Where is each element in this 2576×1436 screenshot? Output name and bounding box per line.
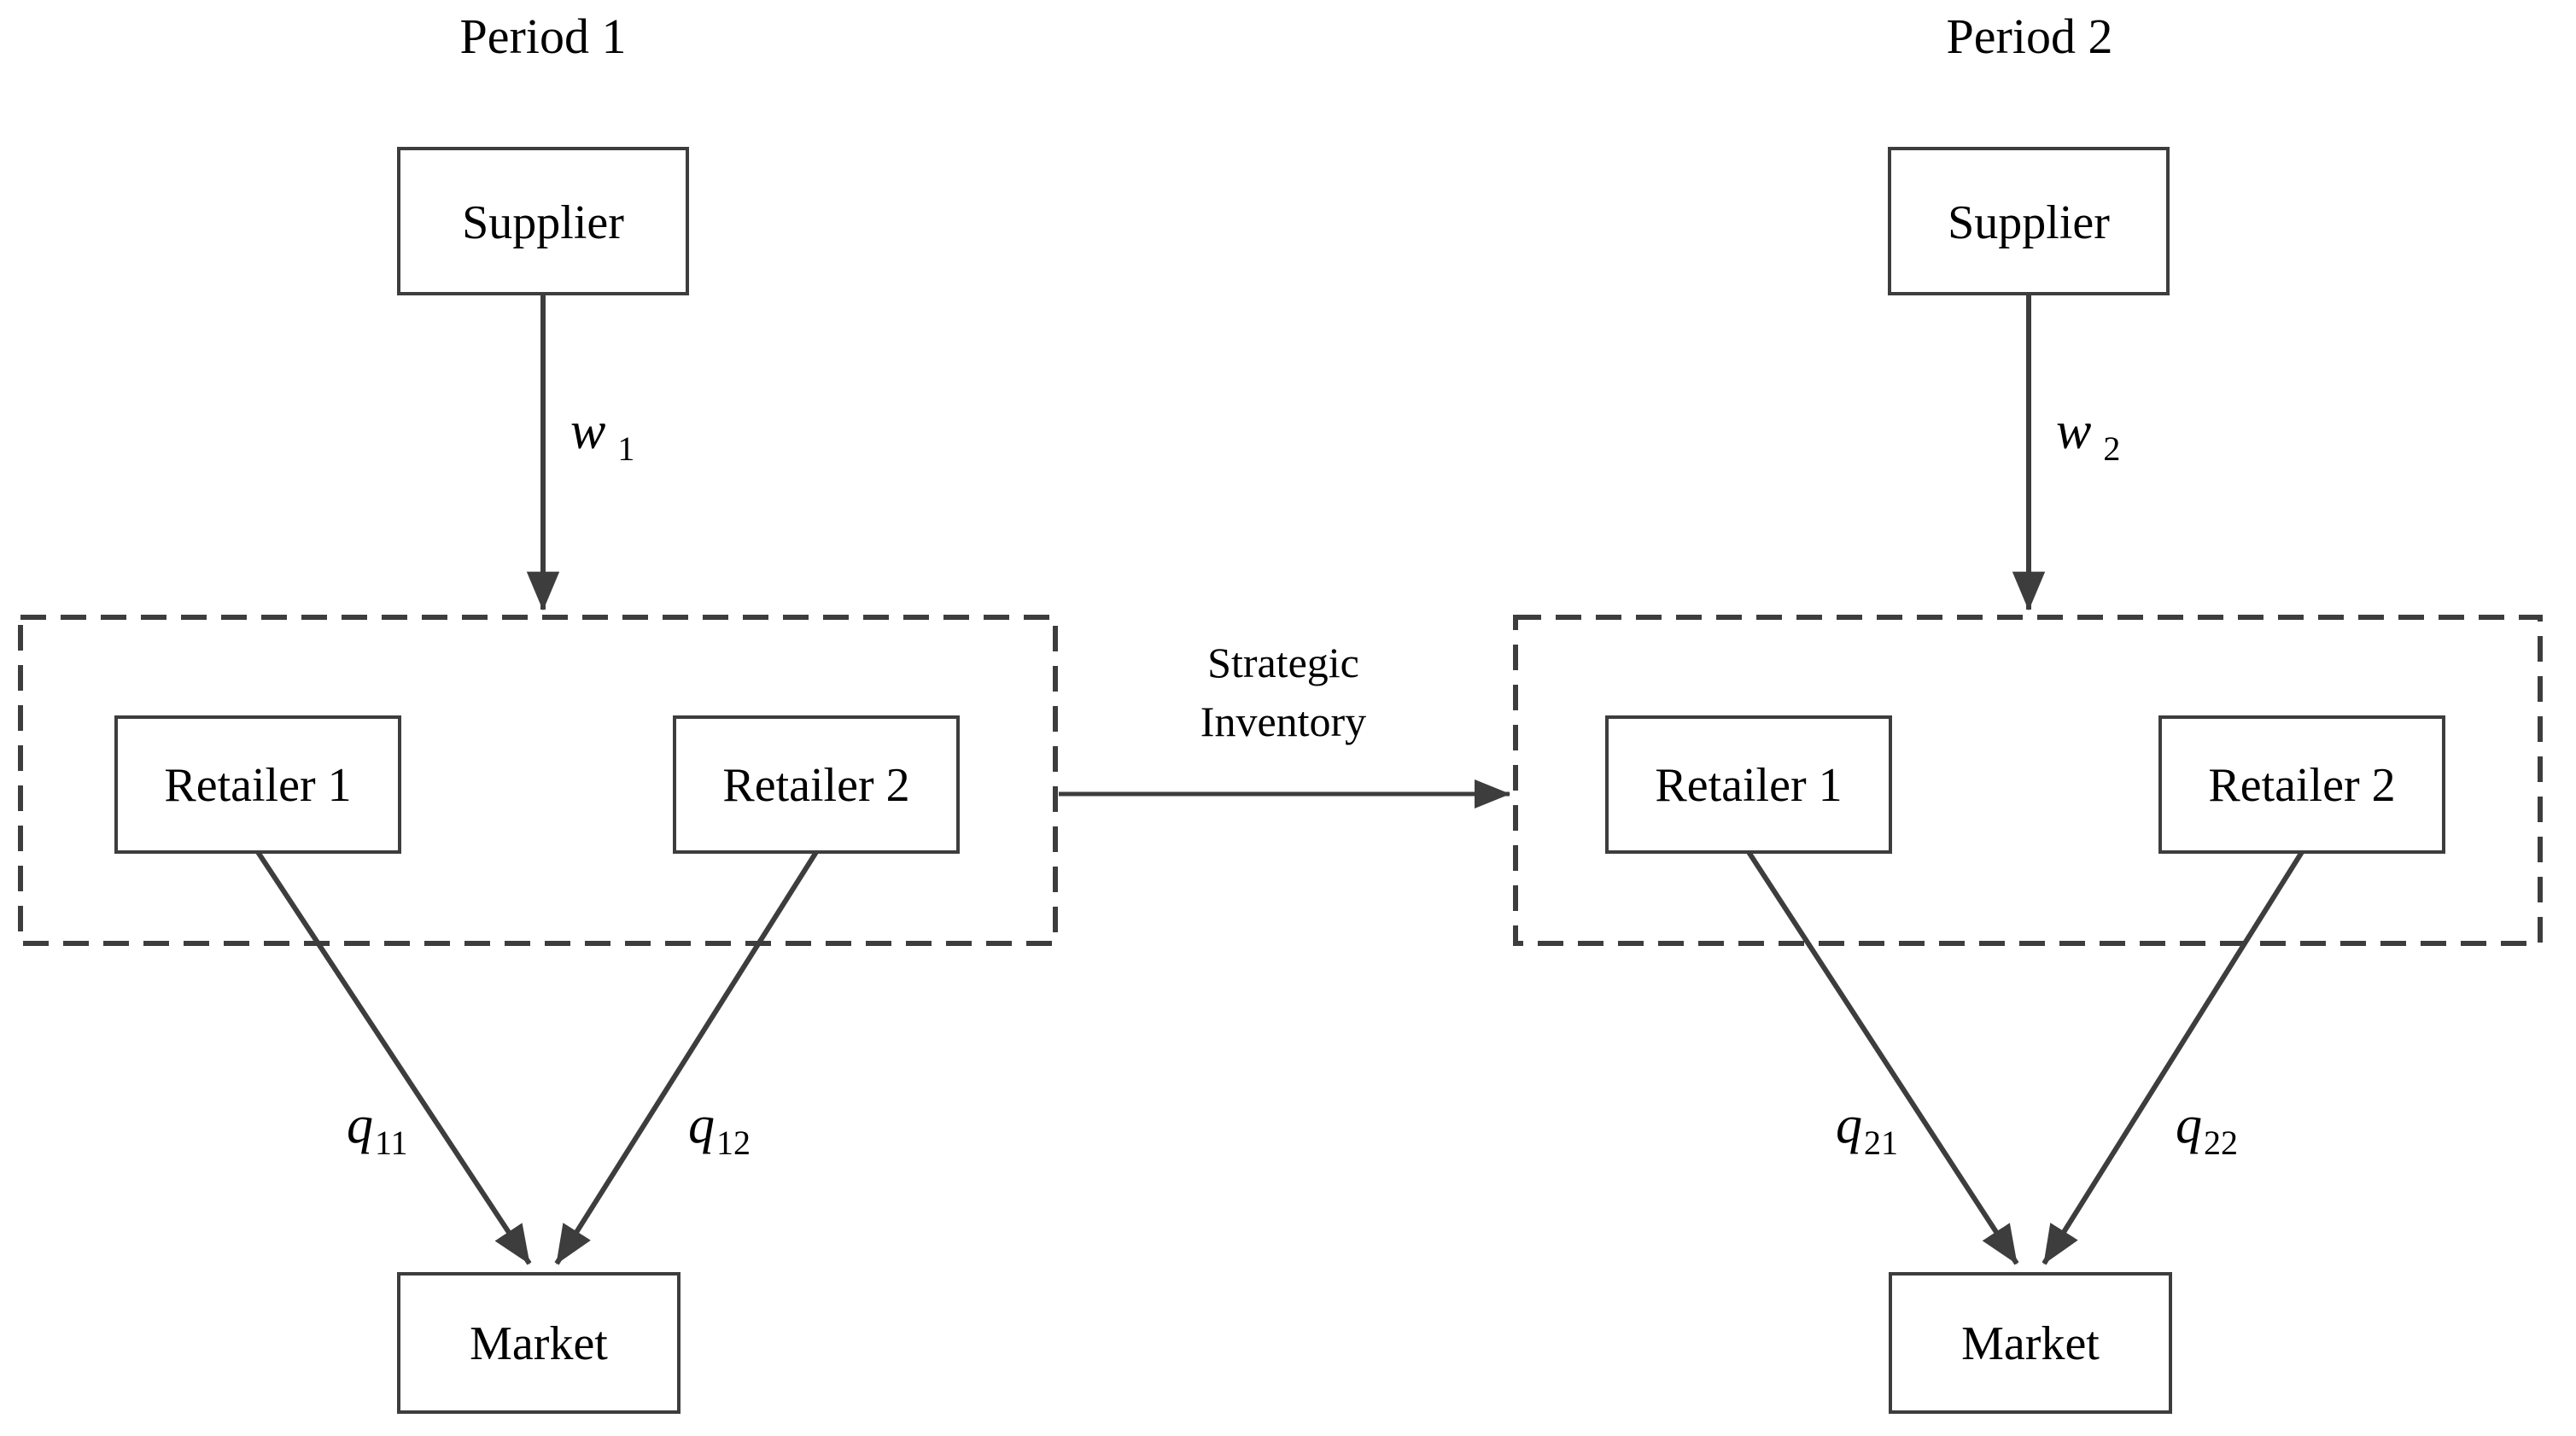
period-2-q22-arrow [2042,850,2304,1265]
period-2-market-label: Market [1961,1317,2100,1370]
period-2-q22-subscript: 22 [2204,1124,2238,1162]
period-1-retailer-2-label: Retailer 2 [722,759,909,812]
period-1-q12-symbol: q [688,1096,715,1154]
period-2-supplier-box [1888,147,2170,295]
period-2-title: Period 2 [1947,9,2113,64]
period-2-market-box [1889,1272,2172,1414]
period-2-q21-arrow [1746,850,2019,1265]
period-1-q11-symbol: q [347,1096,373,1154]
period-2-q22-label: q22 [2176,1096,2238,1162]
period-1-retailer-1-box [114,715,401,854]
period-2-q22-symbol: q [2176,1096,2202,1154]
period-1-retailer-1-label: Retailer 1 [164,759,351,812]
period-2-supplier-label: Supplier [1948,196,2110,249]
period-1-wholesale-subscript: 1 [617,429,634,468]
period-2-wholesale-subscript: 2 [2103,429,2120,468]
period-2-dashed-group [1513,615,2543,946]
period-1-supplier-label: Supplier [462,196,624,249]
period-1-supplier-box [397,147,689,295]
period-2-wholesale-symbol: w [2056,402,2091,460]
period-1-title: Period 1 [460,9,627,64]
period-1-q12-subscript: 12 [716,1124,751,1162]
period-2-q21-subscript: 21 [1864,1124,1898,1162]
period-1-market-label: Market [470,1317,608,1370]
period-1-q11-label: q11 [347,1096,408,1162]
period-2-retailer-2-label: Retailer 2 [2208,759,2395,812]
period-1-q12-arrow [554,850,819,1265]
period-1-market-box [397,1272,681,1414]
period-1-q11-arrow [255,850,532,1265]
period-2-q21-label: q21 [1836,1096,1898,1162]
period-1-wholesale-symbol: w [570,402,605,460]
period-1-q11-subscript: 11 [375,1124,408,1162]
period-2-retailer-2-box [2158,715,2445,854]
strategic-inventory-line-2: Inventory [1200,698,1366,745]
period-2-retailer-1-box [1605,715,1892,854]
period-2-retailer-1-label: Retailer 1 [1655,759,1842,812]
period-2-q21-symbol: q [1836,1096,1862,1154]
strategic-inventory-line-1: Strategic [1207,639,1359,686]
period-1-q12-label: q12 [688,1096,751,1162]
